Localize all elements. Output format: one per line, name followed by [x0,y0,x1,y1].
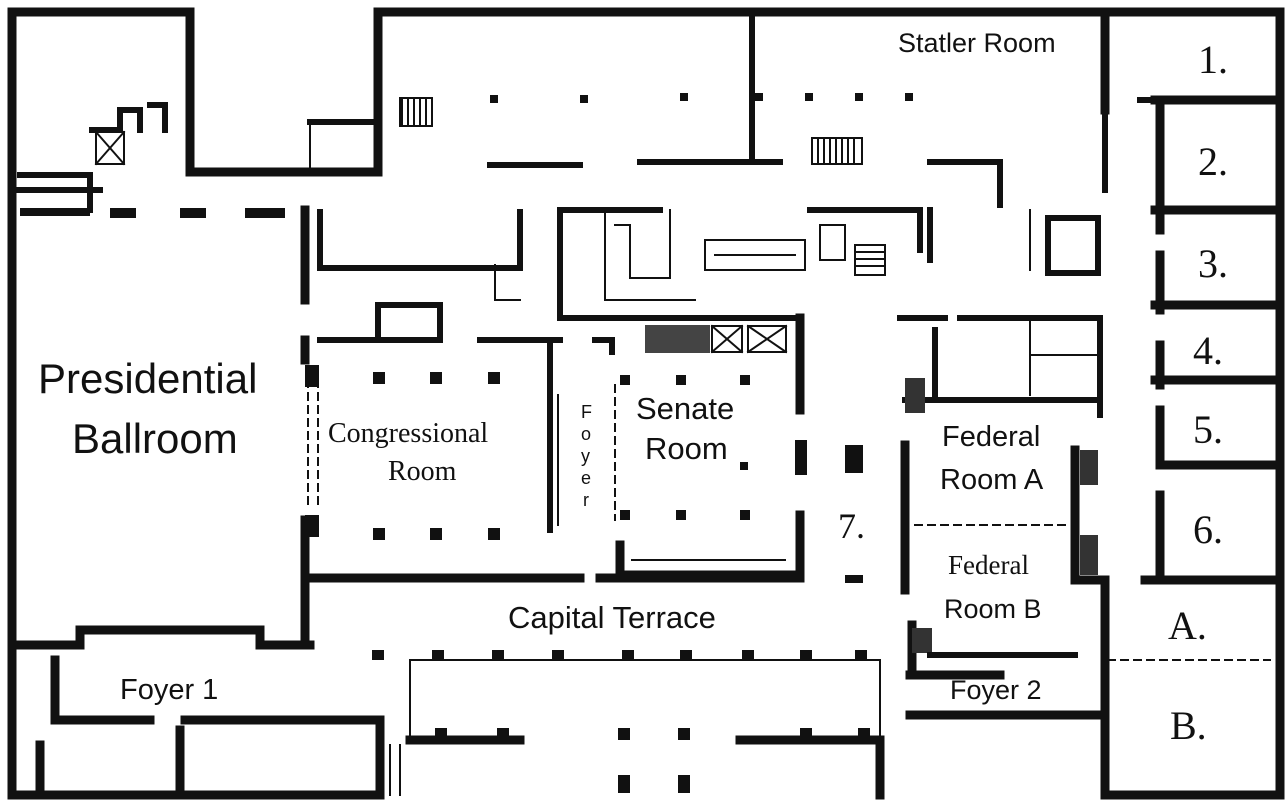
congressional-room-label-line2: Room [388,456,457,487]
room-6-label: 6. [1193,507,1223,552]
federal-room-walls [897,207,1110,680]
foyer-1-label: Foyer 1 [120,674,219,706]
congressional-room-walls [317,209,563,540]
foyer-walls [35,655,1110,800]
senate-room-walls [557,207,923,583]
federal-room-a-label-line2: Room A [940,464,1044,496]
foyer-2-label: Foyer 2 [950,675,1042,705]
room-4-label: 4. [1193,328,1223,373]
room-a-label: A. [1168,603,1207,648]
statler-room-label: Statler Room [898,28,1056,58]
federal-room-b-label-line1: Federal [948,550,1029,580]
room-b-label: B. [1170,703,1207,748]
foyer-vertical-letter: F [581,402,592,422]
outer-walls [7,7,1285,800]
foyer-vertical-letter: y [581,446,590,466]
room-3-label: 3. [1198,241,1228,286]
room-1-label: 1. [1198,37,1228,82]
senate-room-label-line1: Senate [636,391,735,426]
room-7-label: 7. [838,506,865,546]
columns-top [20,93,913,218]
presidential-ballroom-label-line1: Presidential [38,355,258,402]
federal-room-b-label-line2: Room B [944,594,1042,624]
federal-room-a-label-line1: Federal [942,421,1041,453]
room-5-label: 5. [1193,407,1223,452]
numbered-rooms-walls [1100,95,1285,800]
senate-room-label-line2: Room [645,431,728,466]
statler-area-walls [89,9,1163,208]
presidential-ballroom-label-line2: Ballroom [72,415,238,462]
capital-terrace-label: Capital Terrace [508,600,716,635]
foyer-vertical-letter: e [581,468,592,488]
room-2-label: 2. [1198,139,1228,184]
foyer-vertical-letter: r [583,490,589,510]
foyer-vertical-letter: o [581,424,592,444]
presidential-ballroom-walls [7,205,319,650]
congressional-room-label-line1: Congressional [328,418,489,449]
